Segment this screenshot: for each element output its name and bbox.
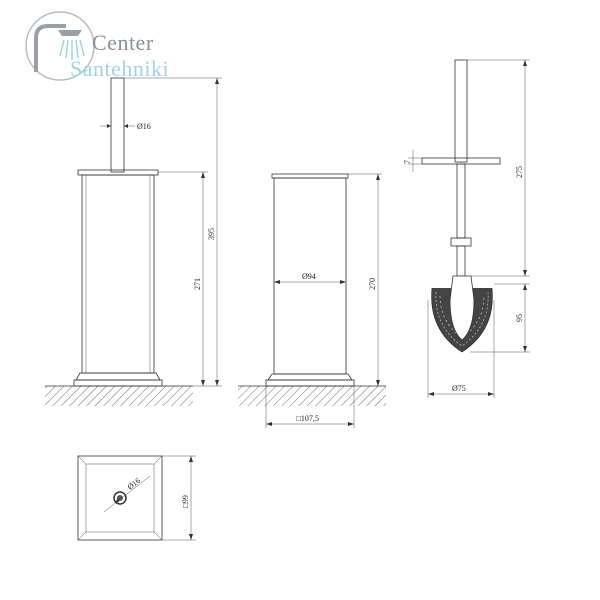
holder-body — [81, 174, 155, 374]
ground-hatch-1 — [45, 386, 193, 406]
logo-text-center: Center — [92, 30, 154, 55]
brush-view: 275 7 95 Ø75 — [403, 59, 530, 398]
top-inner-square — [85, 463, 155, 533]
front-view: Ø16 395 271 — [45, 77, 222, 406]
side-height-label: 270 — [368, 278, 377, 290]
brush-length-label: 275 — [515, 166, 524, 178]
front-height-label: 271 — [193, 278, 202, 290]
logo-text-santehniki: Santehniki — [70, 56, 170, 81]
head-diameter-label: Ø75 — [452, 384, 466, 393]
ground-hatch-2 — [238, 386, 386, 406]
brush-rod — [110, 77, 125, 173]
inner-diameter-label: Ø94 — [302, 272, 316, 281]
total-height-label: 395 — [207, 228, 216, 240]
brush-head — [449, 275, 475, 341]
brush-disc — [421, 157, 501, 165]
head-height-label: 95 — [515, 314, 524, 322]
disc-thickness-label: 7 — [403, 160, 412, 164]
holder-base — [73, 379, 163, 387]
top-outer-square — [77, 455, 163, 541]
shower-icon — [25, 11, 95, 81]
side-view: Ø94 270 □107,5 — [238, 173, 386, 428]
brand-logo[interactable]: Center Santehniki — [22, 8, 172, 88]
brush-handle — [454, 59, 468, 163]
top-hole-diameter-label: Ø16 — [126, 476, 142, 492]
top-view: Ø16 □99 — [77, 455, 196, 541]
top-square-label: □99 — [181, 495, 190, 508]
base-square-label: □107,5 — [296, 414, 319, 423]
rod-diameter-label: Ø16 — [137, 122, 151, 131]
